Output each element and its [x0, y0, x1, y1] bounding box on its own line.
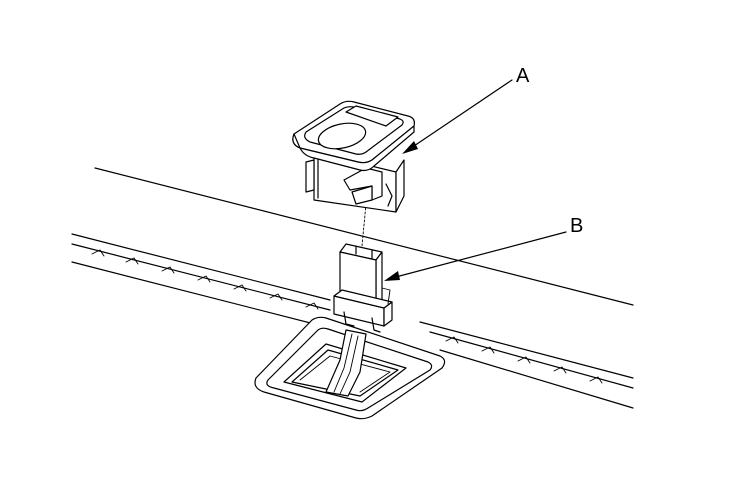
- callout-arrow-b: [384, 231, 567, 281]
- callout-arrow-a: [402, 79, 513, 154]
- connection-guide-line: [361, 203, 367, 247]
- callout-label-a: A: [516, 65, 530, 87]
- rail-clip-teeth: [91, 249, 603, 384]
- wire-harness: [325, 329, 367, 397]
- callout-label-b: B: [570, 215, 583, 237]
- harness-connector: [333, 243, 393, 333]
- switch-assembly: [292, 100, 415, 213]
- panel-edge-lines: [71, 167, 634, 409]
